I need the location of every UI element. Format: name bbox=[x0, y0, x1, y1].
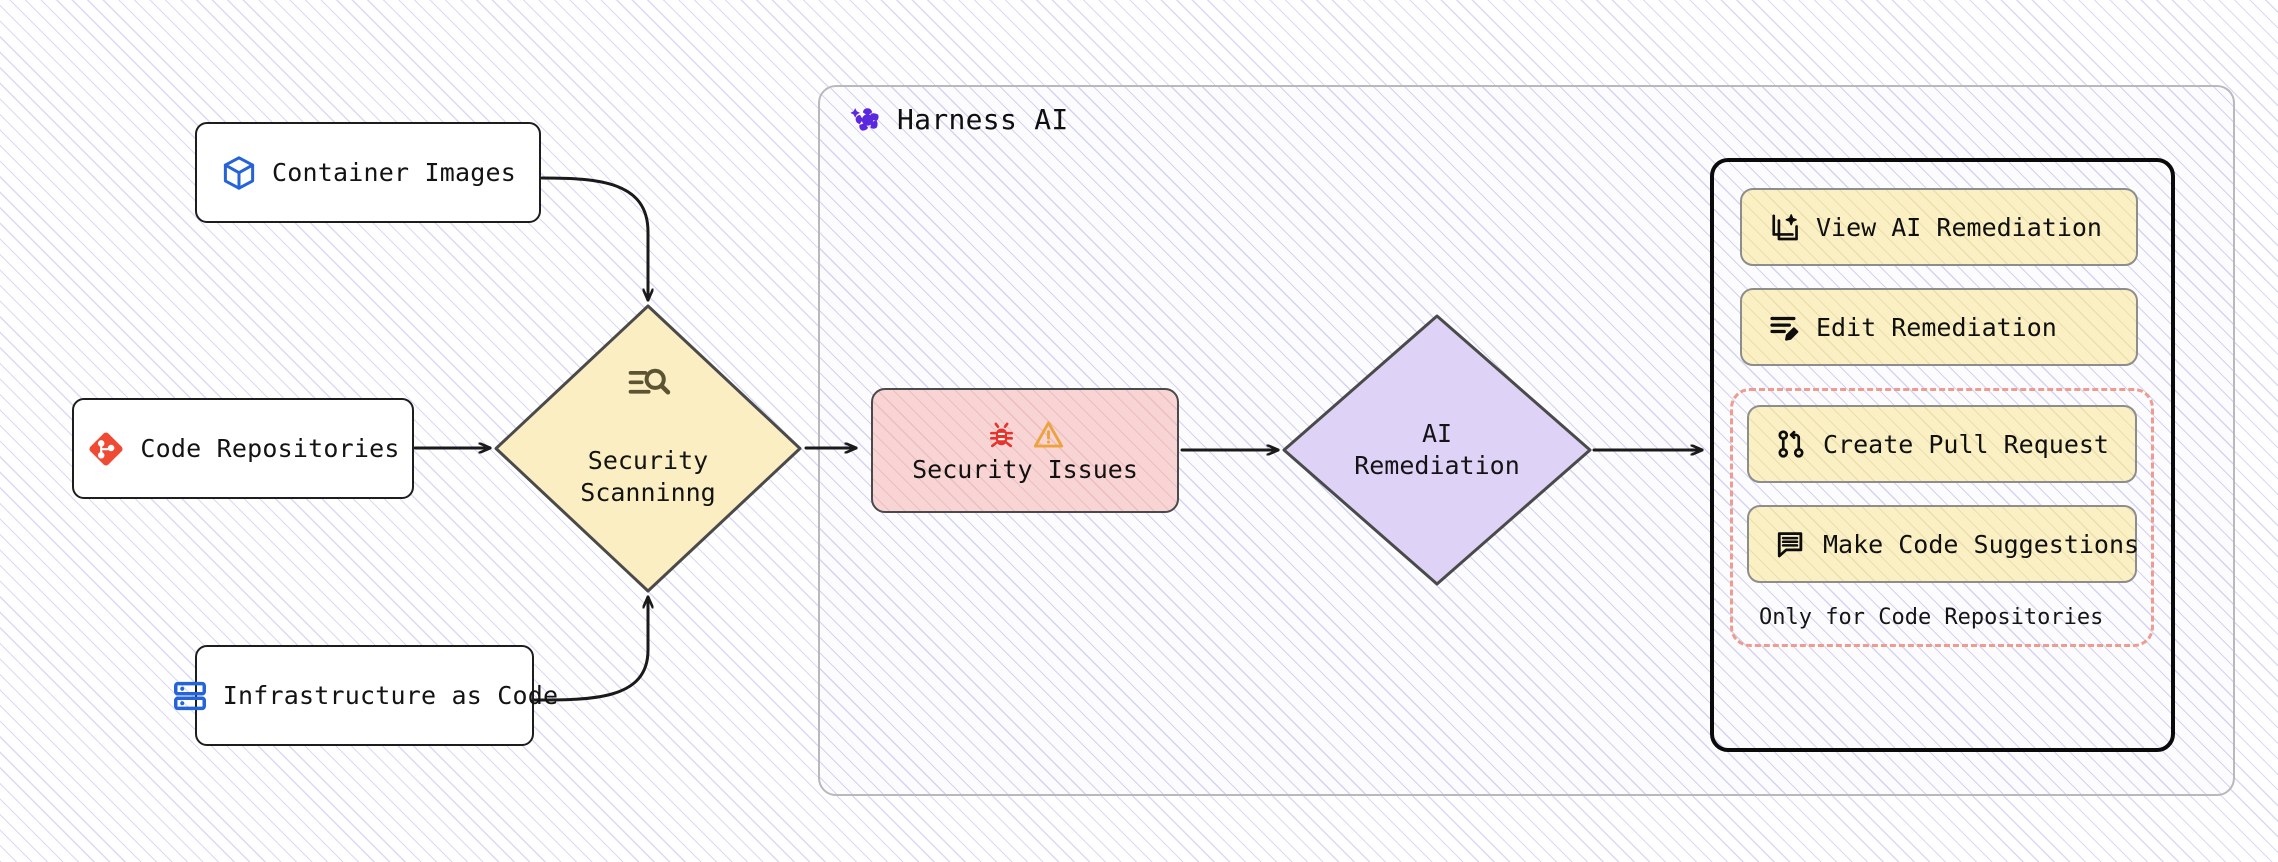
git-repository-icon bbox=[86, 429, 126, 469]
state-node-security-issues[interactable]: Security Issues bbox=[871, 388, 1179, 513]
security-scanning-diamond-shape bbox=[494, 304, 802, 593]
security-issues-label: Security Issues bbox=[912, 454, 1138, 484]
source-node-code-repositories[interactable]: Code Repositories bbox=[72, 398, 414, 499]
action-button-make-code-suggestions[interactable]: Make Code Suggestions bbox=[1747, 505, 2140, 583]
action-button-edit-remediation[interactable]: Edit Remediation bbox=[1740, 288, 2138, 366]
source-label: Code Repositories bbox=[140, 434, 400, 463]
action-label: Create Pull Request bbox=[1823, 429, 2109, 459]
security-issues-icon-row bbox=[985, 418, 1065, 451]
remediation-actions-container: View AI Remediation Edit Remediation bbox=[1710, 158, 2175, 752]
source-node-container-images[interactable]: Container Images bbox=[195, 122, 541, 223]
cube-icon bbox=[220, 154, 258, 192]
ai-remediation-diamond-shape bbox=[1282, 314, 1592, 586]
comment-lines-icon bbox=[1775, 528, 1807, 560]
harness-ai-title: Harness AI bbox=[897, 102, 1069, 136]
remediation-actions-list: View AI Remediation Edit Remediation bbox=[1730, 188, 2154, 647]
pull-request-icon bbox=[1775, 428, 1807, 460]
source-node-infrastructure-as-code[interactable]: Infrastructure as Code bbox=[173, 645, 558, 746]
harness-ai-title-row: Harness AI bbox=[850, 102, 1069, 136]
harness-ai-logo-icon bbox=[850, 102, 884, 136]
action-button-view-ai-remediation[interactable]: View AI Remediation bbox=[1740, 188, 2138, 266]
process-node-ai-remediation[interactable]: AI Remediation bbox=[1278, 310, 1596, 590]
code-only-caption: Only for Code Repositories bbox=[1759, 605, 2104, 630]
edit-pencil-lines-icon bbox=[1768, 311, 1800, 343]
code-repositories-only-group: Create Pull Request Make Code Suggestion… bbox=[1730, 388, 2154, 647]
bug-icon bbox=[985, 418, 1018, 451]
source-label: Infrastructure as Code bbox=[222, 681, 559, 710]
warning-triangle-icon bbox=[1032, 418, 1065, 451]
ai-sparkle-document-icon bbox=[1768, 211, 1800, 243]
action-label: Edit Remediation bbox=[1816, 312, 2057, 342]
process-node-security-scanning[interactable]: Security Scanninng bbox=[490, 300, 806, 597]
server-stack-icon bbox=[171, 677, 209, 715]
scan-search-icon bbox=[490, 362, 806, 404]
action-label: Make Code Suggestions bbox=[1823, 529, 2140, 559]
source-label: Container Images bbox=[271, 158, 517, 187]
action-button-create-pull-request[interactable]: Create Pull Request bbox=[1747, 405, 2137, 483]
action-label: View AI Remediation bbox=[1816, 212, 2102, 242]
